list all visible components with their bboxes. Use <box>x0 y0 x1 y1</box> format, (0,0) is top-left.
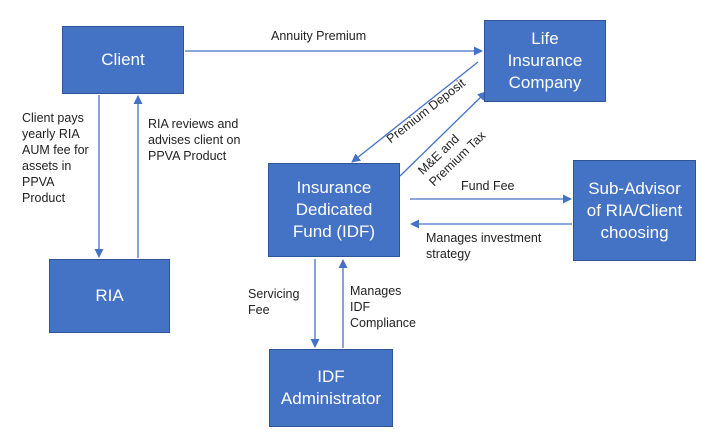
manages-compliance-label: Manages IDF Compliance <box>350 284 417 330</box>
servicing-fee-label: Servicing Fee <box>248 287 300 317</box>
sub-advisor-node[interactable]: Sub-Advisor of RIA/Client choosing <box>573 160 696 261</box>
client-pays-label: Client pays yearly RIA AUM fee for asset… <box>22 111 89 205</box>
idf-administrator-label: IDF Administrator <box>280 367 382 408</box>
life-insurance-company-label: Life Insurance Company <box>507 29 583 92</box>
ria-reviews-label: RIA reviews and advises client on PPVA P… <box>148 117 241 163</box>
client-node[interactable]: Client <box>62 26 184 94</box>
ria-node[interactable]: RIA <box>49 259 170 333</box>
sub-advisor-label: Sub-Advisor of RIA/Client choosing <box>586 178 683 242</box>
manages-strategy-label: Manages investment strategy <box>426 231 542 261</box>
idf-administrator-node[interactable]: IDF Administrator <box>269 349 393 427</box>
fund-fee-label: Fund Fee <box>461 179 515 193</box>
arrow-me-premium-tax <box>399 91 487 177</box>
ria-node-label: RIA <box>95 286 124 305</box>
life-insurance-company-node[interactable]: Life Insurance Company <box>484 20 606 102</box>
idf-node[interactable]: Insurance Dedicated Fund (IDF) <box>268 163 400 257</box>
client-node-label: Client <box>101 50 145 69</box>
idf-node-label: Insurance Dedicated Fund (IDF) <box>292 178 376 241</box>
annuity-premium-label: Annuity Premium <box>271 29 367 43</box>
arrow-premium-deposit <box>351 61 479 163</box>
